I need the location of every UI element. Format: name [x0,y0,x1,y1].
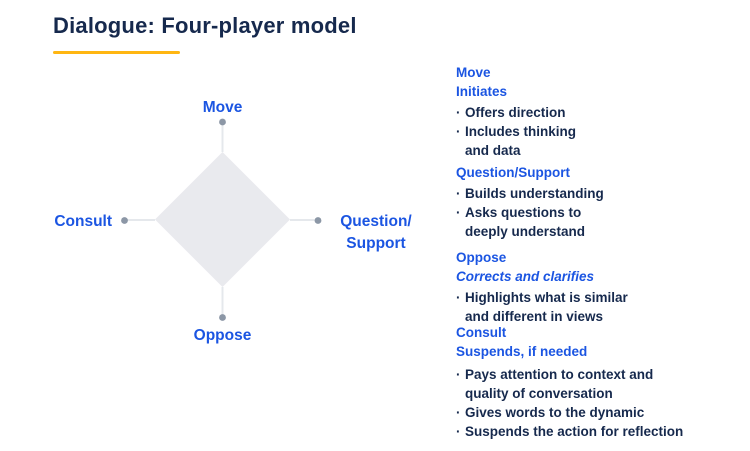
bullet-dot: · [456,290,461,305]
legend-section-move: Move Initiates · Offers direction · Incl… [456,63,726,160]
diamond-shape [155,152,290,287]
diagram-label-oppose: Oppose [193,327,252,344]
list-item: · Suspends the action for reflection [456,422,726,441]
list-item: · Gives words to the dynamic [456,403,726,422]
legend-heading: Oppose [456,250,507,265]
legend-heading: Move [456,65,491,80]
bullet-dot: · [456,105,461,120]
node-dot-top [219,118,226,126]
legend-subheading: Initiates [456,84,508,99]
bullet-text: Builds understanding [465,186,604,201]
legend-heading: Consult [456,325,507,340]
legend-subheading: Corrects and clarifies [456,269,595,284]
page-title: Dialogue: Four-player model [53,13,357,38]
diagram-label-move: Move [202,99,243,116]
legend-heading: Question/Support [456,165,570,180]
node-dot-right [314,217,322,224]
legend-section-oppose: Oppose Corrects and clarifies · Highligh… [456,248,726,326]
legend-bullet-list: · Pays attention to context and quality … [456,365,726,441]
legend-bullet-list: · Builds understanding · Asks questions … [456,184,726,241]
list-item: · Pays attention to context and quality … [456,365,726,403]
list-item: · Includes thinking and data [456,122,726,160]
legend-subheading: Suspends, if needed [456,344,588,359]
node-dot-left [121,217,128,224]
bullet-dot: · [456,205,461,220]
node-dot-bottom [219,314,226,321]
bullet-text: Gives words to the dynamic [465,405,645,420]
bullet-text: Offers direction [465,105,566,120]
diagram-label-question-support: Question/ Support [340,213,412,252]
list-item: · Asks questions to deeply understand [456,203,726,241]
title-accent-underline [53,51,180,54]
list-item: · Builds understanding [456,184,726,203]
bullet-dot: · [456,367,461,382]
bullet-dot: · [456,124,461,139]
bullet-text: Suspends the action for reflection [465,424,684,439]
list-item: · Offers direction [456,103,726,122]
legend-bullet-list: · Highlights what is similar and differe… [456,288,726,326]
diagram-label-consult: Consult [54,213,112,230]
legend-section-question-support: Question/Support · Builds understanding … [456,163,726,241]
bullet-text: Includes thinking and data [465,124,577,158]
legend-bullet-list: · Offers direction · Includes thinking a… [456,103,726,160]
bullet-dot: · [456,424,461,439]
bullet-text: Asks questions to deeply understand [465,205,586,239]
bullet-dot: · [456,405,461,420]
bullet-text: Pays attention to context and quality of… [465,367,654,401]
legend-section-consult: Consult Suspends, if needed · Pays atten… [456,323,726,441]
list-item: · Highlights what is similar and differe… [456,288,726,326]
bullet-text: Highlights what is similar and different… [465,290,628,324]
bullet-dot: · [456,186,461,201]
